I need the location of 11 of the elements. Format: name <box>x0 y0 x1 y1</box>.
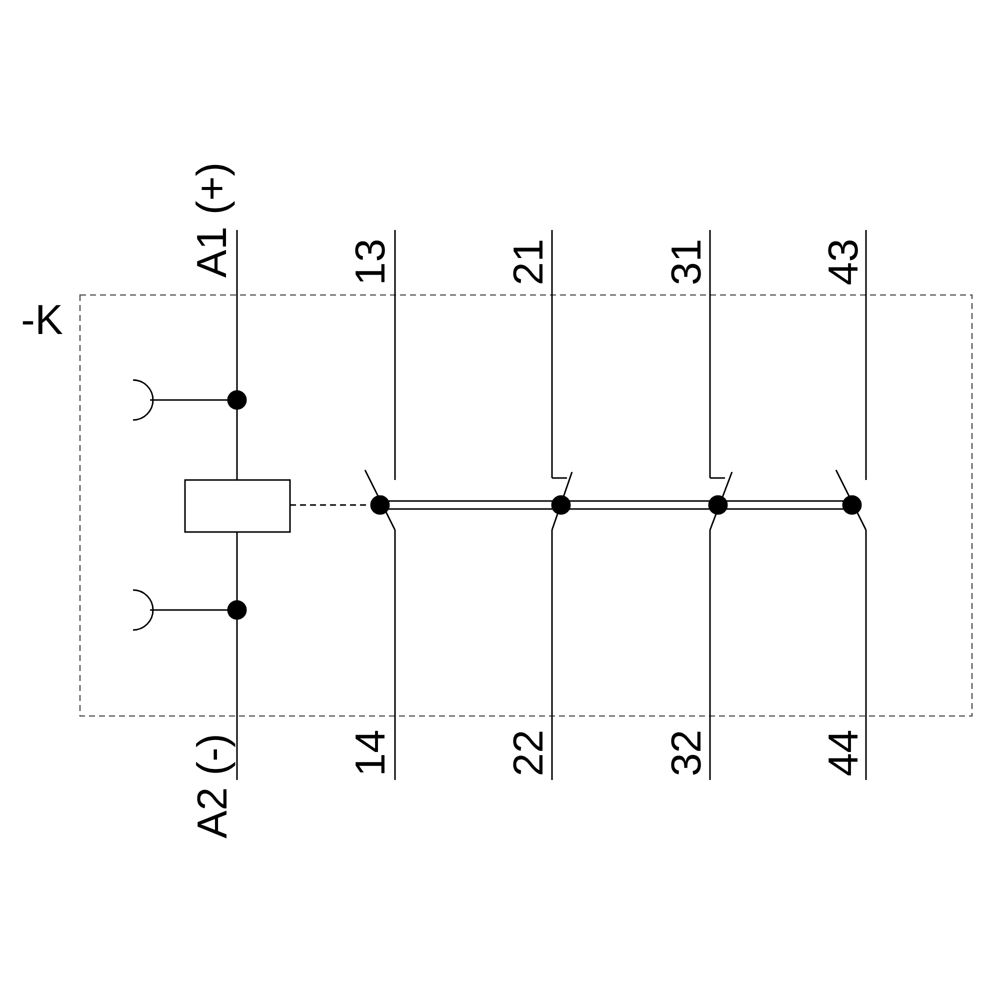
terminal-label: 43 <box>822 238 864 286</box>
terminal-label: 22 <box>506 730 549 776</box>
terminal-label: 44 <box>822 730 864 776</box>
terminal-label: 31 <box>664 238 707 286</box>
terminal-label: 14 <box>348 730 391 776</box>
terminal-label: 32 <box>664 730 707 776</box>
terminal-label: A2 (-) <box>191 734 233 838</box>
terminal-label: A1 (+) <box>190 162 233 278</box>
device-tag: -K <box>21 299 63 341</box>
terminal-label: 21 <box>506 238 549 286</box>
terminal-label: 13 <box>348 238 391 286</box>
